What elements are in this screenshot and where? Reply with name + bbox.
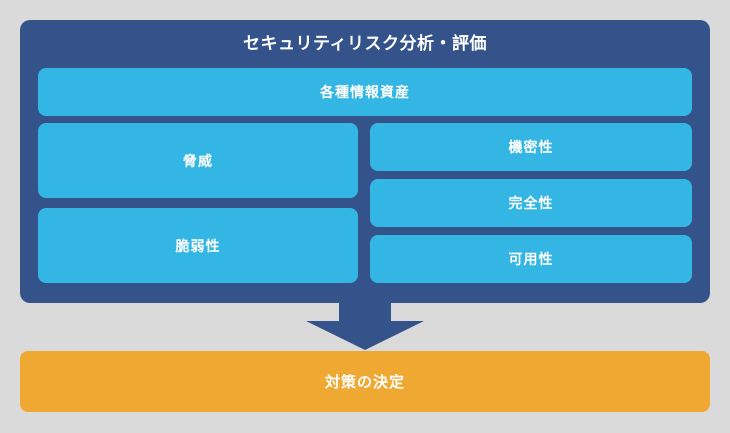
threat-box: 脅威 [38,123,358,198]
panel-title: セキュリティリスク分析・評価 [243,34,487,53]
decision-outcome-bar: 対策の決定 [20,351,710,412]
confidentiality-box: 機密性 [370,123,692,171]
vulnerability-box: 脆弱性 [38,208,358,283]
availability-box: 可用性 [370,235,692,283]
analysis-panel: セキュリティリスク分析・評価 各種情報資産 脅威 脆弱性 機密性 完全性 可用性 [20,20,710,303]
information-assets-box: 各種情報資産 [38,68,692,116]
integrity-box: 完全性 [370,179,692,227]
arrow-down-icon [306,300,424,350]
